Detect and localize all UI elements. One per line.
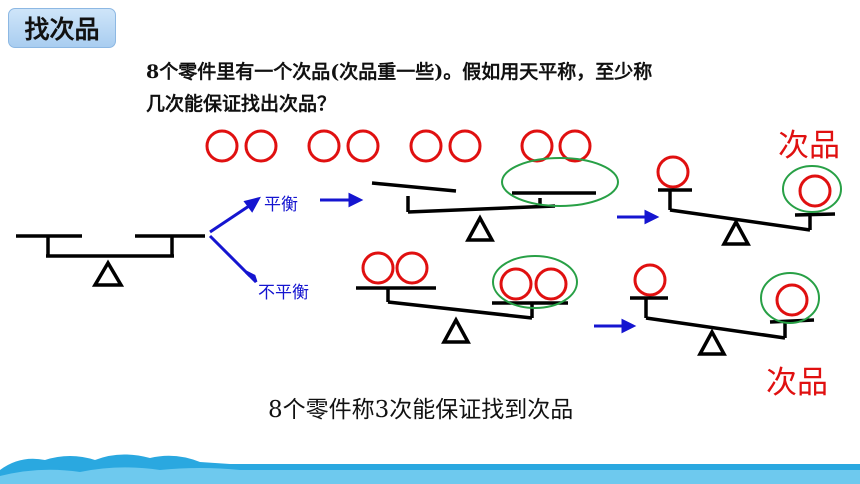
problem-line-1: 8个零件里有一个次品(次品重一些)。假如用天平称，至少称 (146, 61, 653, 83)
part (558, 129, 592, 163)
highlight-ring (501, 157, 619, 207)
balanced-label: 平衡 (264, 195, 298, 215)
part (244, 129, 278, 163)
defective-label-top: 次品 (778, 128, 840, 164)
highlight-ring (782, 165, 842, 213)
part (346, 129, 380, 163)
initial-scale (16, 234, 205, 287)
part (409, 129, 443, 163)
problem-text: 8个零件里有一个次品(次品重一些)。假如用天平称，至少称 几次能保证找出次品？ (146, 56, 796, 120)
highlight-ring (492, 255, 578, 309)
unbalanced-scale-2 (630, 263, 815, 356)
problem-line-2: 几次能保证找出次品？ (146, 93, 337, 115)
defective-label-bottom: 次品 (766, 365, 828, 401)
balanced-scale-2 (656, 155, 836, 246)
unbalanced-label: 不平衡 (258, 283, 309, 303)
slide-title: 找次品 (8, 8, 116, 48)
highlight-ring (760, 272, 820, 324)
parts-row (205, 129, 592, 163)
part (520, 129, 554, 163)
balanced-scale-1 (371, 181, 596, 242)
part (307, 129, 341, 163)
ground-decoration (0, 454, 860, 484)
part (448, 129, 482, 163)
branch-arrows (208, 192, 660, 334)
conclusion-text: 8个零件称3次能保证找到次品 (268, 397, 574, 423)
part (205, 129, 239, 163)
unbalanced-scale-1 (356, 251, 568, 344)
